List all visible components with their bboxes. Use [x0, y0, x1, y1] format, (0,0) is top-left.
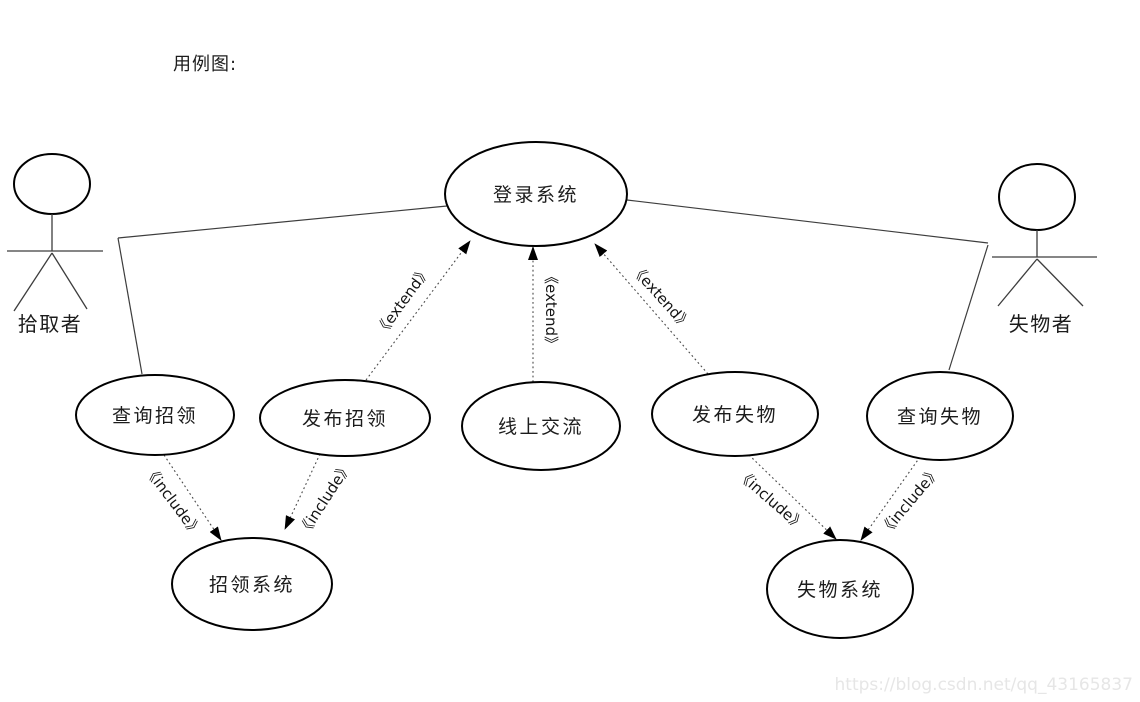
actor-head: [13, 153, 91, 215]
assoc-loser-login: [626, 199, 989, 244]
actor-left-leg-line: [997, 258, 1038, 307]
include-arrow-publish-lost-to-lost-system: [748, 454, 837, 540]
assoc-picker-query-found: [117, 237, 143, 375]
page-title: 用例图:: [173, 54, 237, 75]
usecase-ellipse: [766, 539, 914, 639]
usecase-publish-lost-label: 发布失物: [692, 404, 778, 426]
extend-label-right: 《extend》: [627, 261, 695, 334]
usecase-publish-found-label: 发布招领: [302, 408, 388, 430]
usecase-ellipse: [444, 141, 628, 247]
usecase-query-found-label: 查询招领: [112, 405, 198, 427]
actor-right-leg-line: [51, 252, 88, 310]
usecase-lost-system: 失物系统: [766, 539, 914, 639]
usecase-publish-found: 发布招领: [259, 379, 431, 457]
extend-arrows: [365, 240, 709, 382]
usecase-ellipse: [461, 381, 621, 471]
usecase-ellipse: [651, 371, 819, 457]
usecase-found-system-label: 招领系统: [209, 574, 295, 596]
actor-loser: 失物者: [992, 163, 1097, 336]
actor-picker: 拾取者: [7, 153, 103, 336]
extend-arrow-publish-lost-to-login: [594, 243, 709, 375]
actor-loser-label: 失物者: [1009, 312, 1074, 336]
extend-arrow-publish-found-to-login: [365, 240, 471, 381]
usecase-login-label: 登录系统: [493, 184, 579, 206]
usecase-lost-system-label: 失物系统: [797, 579, 883, 601]
usecase-ellipse: [75, 374, 235, 456]
usecase-query-lost-label: 查询失物: [897, 406, 983, 428]
include-label-publish-found: 《include》: [294, 459, 355, 540]
actor-picker-label: 拾取者: [18, 312, 83, 336]
include-label-publish-lost: 《include》: [733, 466, 808, 535]
include-arrows: [163, 453, 921, 541]
include-label-query-lost: 《include》: [876, 463, 944, 539]
actor-right-leg-line: [1036, 258, 1084, 307]
extend-label-middle: 《extend》: [542, 269, 560, 351]
usecase-query-found: 查询招领: [75, 374, 235, 456]
actor-head: [998, 163, 1076, 231]
usecase-login: 登录系统: [444, 141, 628, 247]
assoc-loser-query-lost: [948, 244, 989, 371]
association-lines: [117, 199, 989, 375]
include-label-query-found: 《include》: [140, 462, 205, 540]
usecase-publish-lost: 发布失物: [651, 371, 819, 457]
actor-left-leg-line: [13, 252, 53, 312]
include-arrow-query-lost-to-lost-system: [860, 456, 921, 541]
usecase-online-chat-label: 线上交流: [498, 416, 584, 438]
include-arrow-query-found-to-found-system: [163, 454, 222, 541]
usecase-found-system: 招领系统: [171, 537, 333, 631]
usecase-ellipse: [866, 371, 1014, 461]
usecase-ellipse: [259, 379, 431, 457]
usecase-online-chat: 线上交流: [461, 381, 621, 471]
watermark: https://blog.csdn.net/qq_43165837: [835, 675, 1133, 695]
assoc-picker-login: [117, 205, 448, 239]
extend-label-left: 《extend》: [372, 263, 435, 340]
usecase-query-lost: 查询失物: [866, 371, 1014, 461]
usecase-ellipse: [171, 537, 333, 631]
